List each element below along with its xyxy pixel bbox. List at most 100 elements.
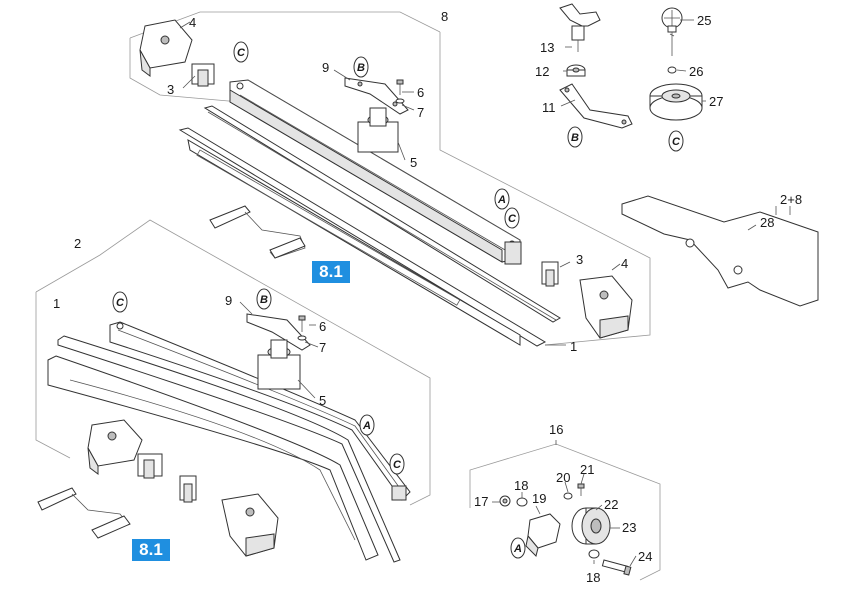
wing-knob-13 <box>559 3 601 52</box>
part-number-3-upper-left: 3 <box>167 82 174 97</box>
roller-assembly <box>469 443 661 581</box>
leader-lines <box>179 19 791 567</box>
part-number-23: 23 <box>622 520 636 535</box>
upper-screw-6 <box>395 79 405 104</box>
upper-bracket-4-left <box>139 19 193 77</box>
part-number-25: 25 <box>697 13 711 28</box>
knob-25 <box>661 7 683 56</box>
screw-21 <box>577 483 585 496</box>
svg-text:C: C <box>393 459 402 471</box>
callout-b-bracket-11: B <box>567 126 583 148</box>
svg-text:C: C <box>508 213 517 225</box>
part-number-2: 2 <box>74 236 81 251</box>
callout-c-upper-rail: C <box>233 41 249 63</box>
nut-17 <box>499 495 511 507</box>
callout-c-upper-rail-end: C <box>504 207 520 229</box>
part-numbers: 4 8 3 9 6 7 5 3 4 1 2 1 9 6 7 5 13 12 11… <box>53 9 802 585</box>
part-number-12: 12 <box>535 64 549 79</box>
part-number-27: 27 <box>709 94 723 109</box>
part-number-5-lower: 5 <box>319 393 326 408</box>
reference-8-1-lower[interactable]: 8.1 <box>132 539 170 561</box>
lower-assembly <box>35 219 431 563</box>
part-number-19: 19 <box>532 491 546 506</box>
svg-text:C: C <box>672 136 681 148</box>
upper-bracket-4-right <box>579 275 633 339</box>
part-number-7-upper: 7 <box>417 105 424 120</box>
lower-clamp-5 <box>257 339 301 390</box>
callout-c-lower-rail: C <box>112 291 128 313</box>
part-number-28: 28 <box>760 215 774 230</box>
part-number-16: 16 <box>549 422 563 437</box>
part-number-3-upper-right: 3 <box>576 252 583 267</box>
part-number-6-upper: 6 <box>417 85 424 100</box>
part-number-4-upper-left: 4 <box>189 15 196 30</box>
part-number-26: 26 <box>689 64 703 79</box>
lower-bracket-8-1 <box>37 487 131 539</box>
washer-18-bottom <box>588 549 600 559</box>
lower-bracket-4-mid <box>221 493 279 557</box>
part-number-6-lower: 6 <box>319 319 326 334</box>
part-number-7-lower: 7 <box>319 340 326 355</box>
callout-b-upper-mount: B <box>353 56 369 78</box>
part-number-4-upper-right: 4 <box>621 256 628 271</box>
part-number-18-bottom: 18 <box>586 570 600 585</box>
callout-a-upper-rail: A <box>494 188 510 210</box>
roller-22 <box>571 507 611 545</box>
svg-text:A: A <box>362 420 371 432</box>
callout-b-lower-mount: B <box>256 288 272 310</box>
part-number-5-upper: 5 <box>410 155 417 170</box>
part-number-22: 22 <box>604 497 618 512</box>
washer-18-top <box>516 497 528 507</box>
svg-text:C: C <box>116 297 125 309</box>
bolt-24 <box>601 559 632 576</box>
lower-screw-6 <box>297 315 307 341</box>
part-number-18-top: 18 <box>514 478 528 493</box>
callout-c-pulley: C <box>668 130 684 152</box>
part-number-2-plus-8: 2+8 <box>780 192 802 207</box>
svg-text:C: C <box>237 47 246 59</box>
upper-clip-3-left <box>191 63 215 87</box>
knob-assembly <box>559 3 703 129</box>
bracket-19 <box>525 513 561 557</box>
upper-rail <box>229 79 522 265</box>
pulley-27 <box>649 83 703 121</box>
lower-rail <box>109 321 411 501</box>
svg-text:B: B <box>357 62 365 74</box>
washer-12 <box>566 64 586 77</box>
washer-20 <box>563 492 573 500</box>
upper-mount-plate-9 <box>344 77 409 115</box>
svg-text:A: A <box>497 194 506 206</box>
lower-clip-3-mid <box>179 475 197 503</box>
upper-clamp-5 <box>357 107 399 153</box>
callout-a-lower-rail: A <box>359 414 375 436</box>
upper-bracket-8-1 <box>209 205 306 259</box>
part-number-13: 13 <box>540 40 554 55</box>
part-number-1-lower: 1 <box>53 296 60 311</box>
part-number-1-upper: 1 <box>570 339 577 354</box>
callout-a-roller-bracket: A <box>510 537 526 559</box>
reference-8-1-upper[interactable]: 8.1 <box>312 261 350 283</box>
plate-28 <box>621 195 819 307</box>
part-number-17: 17 <box>474 494 488 509</box>
upper-clip-3-right <box>541 261 559 287</box>
lower-strip-2 <box>47 355 379 561</box>
upper-strip-1 <box>203 105 561 323</box>
part-number-20: 20 <box>556 470 570 485</box>
part-number-21: 21 <box>580 462 594 477</box>
svg-text:B: B <box>571 132 579 144</box>
part-number-9-upper: 9 <box>322 60 329 75</box>
part-number-11: 11 <box>542 100 556 115</box>
callout-c-lower-rail-end: C <box>389 453 405 475</box>
upper-assembly <box>129 11 651 347</box>
lower-mount-plate-9 <box>246 313 311 351</box>
bracket-11 <box>559 83 633 129</box>
svg-text:A: A <box>513 543 522 555</box>
upper-strip-2 <box>178 127 547 347</box>
lower-strip-1 <box>57 335 401 563</box>
lower-clip-3-left <box>137 453 163 479</box>
part-number-8: 8 <box>441 9 448 24</box>
part-number-9-lower: 9 <box>225 293 232 308</box>
part-number-24: 24 <box>638 549 652 564</box>
lower-bracket-4-left <box>87 419 143 475</box>
